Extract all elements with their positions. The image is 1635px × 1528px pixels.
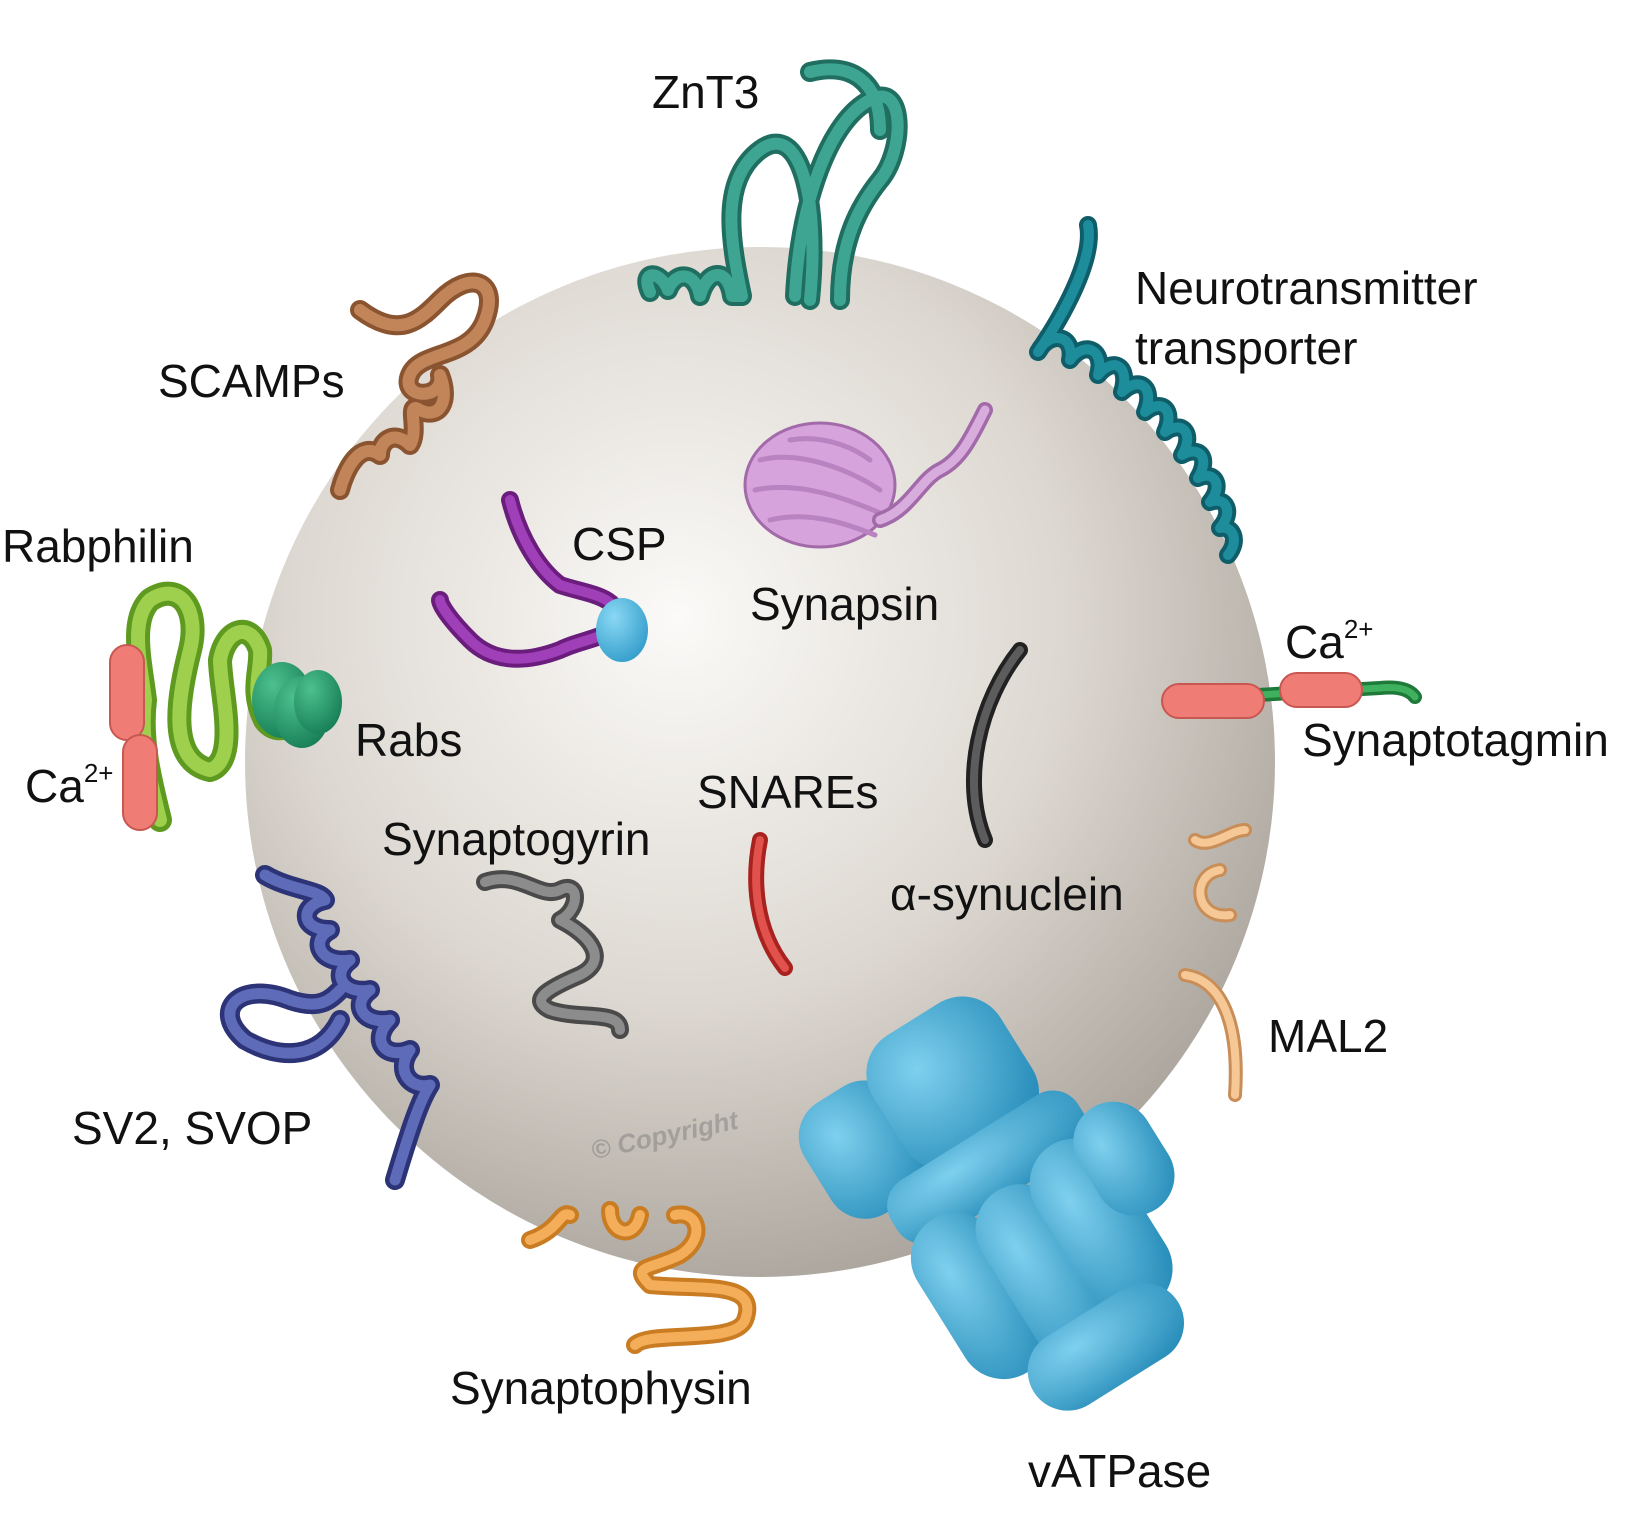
label-neurotransmitter-line1: Neurotransmitter	[1135, 262, 1478, 314]
label-scamps: SCAMPs	[158, 355, 345, 407]
neurotransmitter-transporter-protein	[1029, 216, 1243, 564]
znt3-protein	[637, 59, 908, 310]
vatpase-protein	[798, 996, 1185, 1411]
label-vatpase: vATPase	[1028, 1445, 1212, 1497]
label-ca-left: Ca2+	[25, 760, 113, 813]
label-mal2: MAL2	[1268, 1010, 1389, 1062]
ca-domain-lower	[122, 734, 158, 831]
synaptotagmin-ca-domain-2	[1279, 672, 1363, 708]
label-synaptogyrin: Synaptogyrin	[382, 813, 651, 865]
ca-domain-upper	[109, 644, 145, 741]
label-synaptophysin: Synaptophysin	[450, 1362, 752, 1414]
label-csp: CSP	[572, 518, 667, 570]
synaptotagmin-ca-domain-1	[1161, 683, 1265, 719]
ca-left-superscript: 2+	[83, 758, 114, 788]
label-snares: SNAREs	[697, 766, 879, 818]
ca-right-text: Ca	[1285, 616, 1344, 668]
label-ca-right: Ca2+	[1285, 616, 1373, 669]
rabphilin-protein	[109, 581, 313, 832]
ca-left-text: Ca	[25, 760, 84, 812]
synaptogyrin-protein	[476, 870, 629, 1039]
csp-domain	[596, 598, 648, 662]
label-alpha-synuclein: α-synuclein	[890, 868, 1124, 920]
sv2-svop-protein	[220, 865, 440, 1190]
snares-protein	[748, 832, 793, 976]
rabs-protein	[252, 662, 342, 748]
label-rabs: Rabs	[355, 714, 463, 766]
label-synaptotagmin: Synaptotagmin	[1302, 714, 1609, 766]
mal2-protein	[1178, 823, 1252, 1102]
label-rabphilin: Rabphilin	[2, 520, 194, 572]
csp-protein	[431, 491, 648, 668]
synaptophysin-protein	[521, 1201, 757, 1354]
label-synapsin: Synapsin	[750, 578, 940, 630]
synaptotagmin-protein	[1161, 672, 1422, 719]
ca-right-superscript: 2+	[1343, 614, 1374, 644]
label-znt3: ZnT3	[652, 66, 760, 118]
label-neurotransmitter-line2: transporter	[1135, 322, 1358, 374]
synapsin-protein	[743, 402, 993, 549]
alpha-synuclein-protein	[966, 642, 1028, 848]
label-sv2-svop: SV2, SVOP	[72, 1102, 313, 1154]
scamps-protein	[330, 272, 499, 500]
